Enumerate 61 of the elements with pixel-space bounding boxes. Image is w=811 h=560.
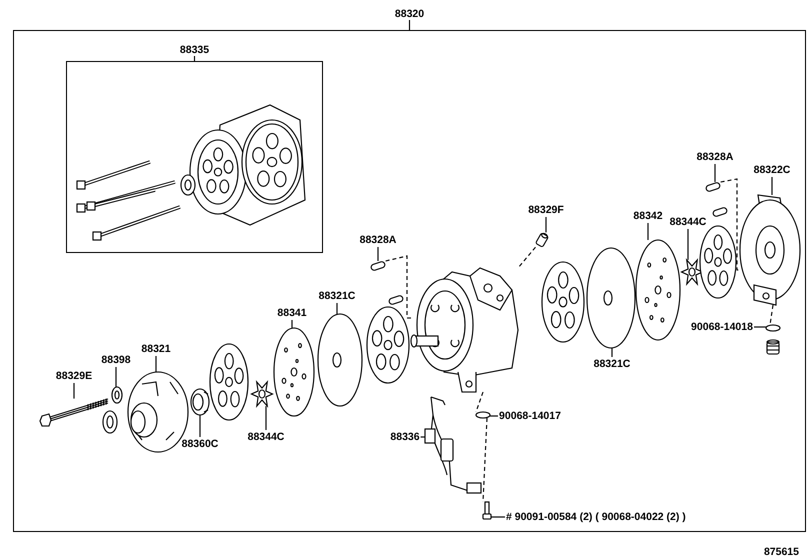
leader-line [687, 229, 689, 260]
compressor-body-drawing [410, 267, 519, 393]
part-number: 88360C [182, 438, 218, 450]
assembly-line [518, 246, 536, 268]
star-plate-drawing [250, 380, 274, 408]
leader-line [265, 406, 267, 430]
part-number: 88341 [277, 307, 307, 319]
o-ring-drawing [765, 324, 781, 332]
screw-drawing [482, 501, 492, 520]
part-number: # 90091-00584 (2) ( 90068-04022 (2) ) [506, 511, 686, 523]
leader-line [377, 247, 379, 261]
bolt-drawing [39, 398, 109, 427]
leader-line [336, 303, 338, 314]
valve-plate-drawing [635, 239, 681, 341]
gasket-drawing [317, 313, 363, 407]
part-number: 88322C [754, 164, 790, 176]
gasket-drawing [586, 247, 636, 349]
o-ring-drawing [475, 411, 491, 419]
assembly-line [475, 392, 484, 412]
part-number: 88342 [633, 210, 663, 222]
part-number: 88335 [180, 44, 210, 56]
leader-line [291, 320, 293, 328]
seal-drawing [190, 388, 210, 416]
leader-line [420, 436, 425, 438]
fitting-drawing [534, 232, 550, 248]
part-number: 88321 [141, 343, 171, 355]
leader-line [199, 415, 201, 437]
part-number: 88329F [528, 204, 564, 216]
leader-line [647, 223, 649, 240]
part-number: 88321C [594, 358, 630, 370]
part-number: 90068-14018 [691, 321, 753, 333]
part-number: 90068-14017 [499, 410, 561, 422]
part-number: 88344C [670, 216, 706, 228]
leader-line [115, 367, 117, 387]
leader-line [545, 217, 547, 232]
part-number: 88320 [394, 8, 424, 20]
leader-line [714, 164, 716, 182]
leader-line [73, 383, 75, 399]
pin-drawing [704, 181, 722, 193]
assembly-line [769, 304, 774, 326]
leader-line [754, 326, 766, 328]
part-number: 88328A [696, 151, 734, 163]
leader-line [155, 356, 157, 372]
valve-plate-drawing [273, 327, 315, 417]
assembly-line [720, 178, 740, 271]
part-number: 88321C [318, 290, 356, 302]
wire-harness-drawing [424, 396, 482, 494]
washer-drawing [111, 386, 123, 404]
leader-line [491, 516, 505, 518]
leader-line [611, 348, 613, 357]
part-number: 88336 [390, 431, 420, 443]
figure-number: 875615 [764, 546, 799, 558]
part-number: 88329E [56, 370, 92, 382]
leader-line [771, 177, 773, 195]
rear-housing-drawing [739, 194, 801, 306]
pin-drawing [370, 260, 386, 272]
leader-line [490, 415, 498, 417]
part-number: 88398 [101, 354, 131, 366]
part-number: 88344C [248, 431, 284, 443]
part-number: 88328A [360, 234, 396, 246]
assembly-line [385, 255, 411, 319]
